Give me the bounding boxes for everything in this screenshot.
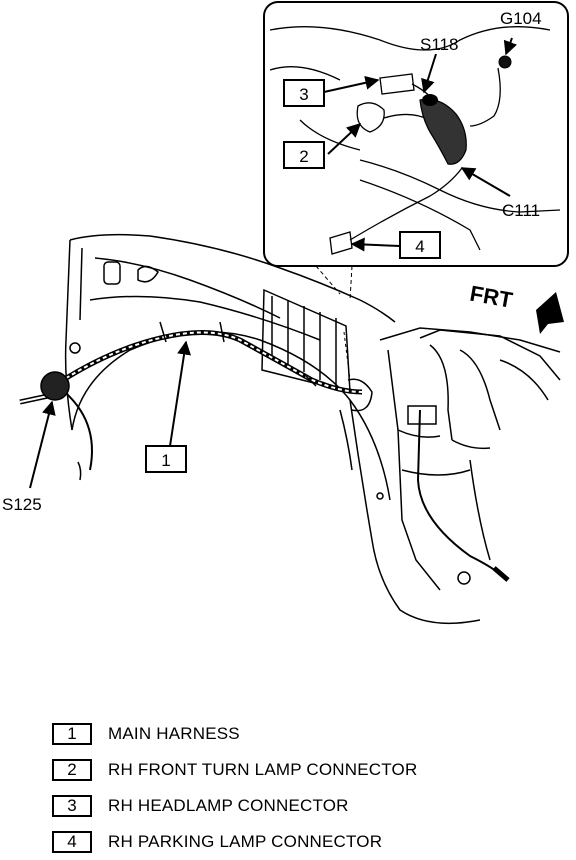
- legend-item: 3 RH HEADLAMP CONNECTOR: [52, 788, 552, 824]
- callout-arrows: [29, 37, 517, 489]
- legend-item: 4 RH PARKING LAMP CONNECTOR: [52, 824, 552, 860]
- wiring-diagram: FRT 1 2 3 4 S125 S118 G104 C111: [2, 1, 569, 625]
- fender-body-outline: [64, 233, 561, 625]
- c111-label: C111: [502, 201, 540, 220]
- frt-label: FRT: [468, 281, 515, 313]
- legend-number: 2: [52, 759, 92, 781]
- legend: 1 MAIN HARNESS 2 RH FRONT TURN LAMP CONN…: [52, 716, 552, 860]
- svg-text:3: 3: [299, 85, 308, 104]
- splice-s125: [40, 342, 81, 401]
- legend-item: 1 MAIN HARNESS: [52, 716, 552, 752]
- svg-text:2: 2: [299, 147, 308, 166]
- legend-label: RH PARKING LAMP CONNECTOR: [108, 832, 383, 851]
- legend-label: RH FRONT TURN LAMP CONNECTOR: [108, 760, 418, 779]
- g104-label: G104: [500, 9, 542, 28]
- front-direction-indicator: FRT: [468, 281, 564, 334]
- callout-box-1: 1: [145, 445, 187, 473]
- legend-item: 2 RH FRONT TURN LAMP CONNECTOR: [52, 752, 552, 788]
- legend-number: 4: [52, 831, 92, 853]
- callout-box-2: 2: [283, 141, 325, 169]
- callout-box-3: 3: [283, 79, 325, 107]
- s118-label: S118: [420, 35, 458, 54]
- legend-label: RH HEADLAMP CONNECTOR: [108, 796, 349, 815]
- svg-text:4: 4: [415, 237, 424, 256]
- callout-box-4: 4: [399, 231, 441, 259]
- main-harness-wire: [19, 321, 510, 582]
- detail-inset: [263, 1, 569, 301]
- legend-label: MAIN HARNESS: [108, 724, 240, 743]
- legend-number: 3: [52, 795, 92, 817]
- svg-text:1: 1: [161, 451, 170, 470]
- s125-label: S125: [2, 495, 42, 514]
- legend-number: 1: [52, 723, 92, 745]
